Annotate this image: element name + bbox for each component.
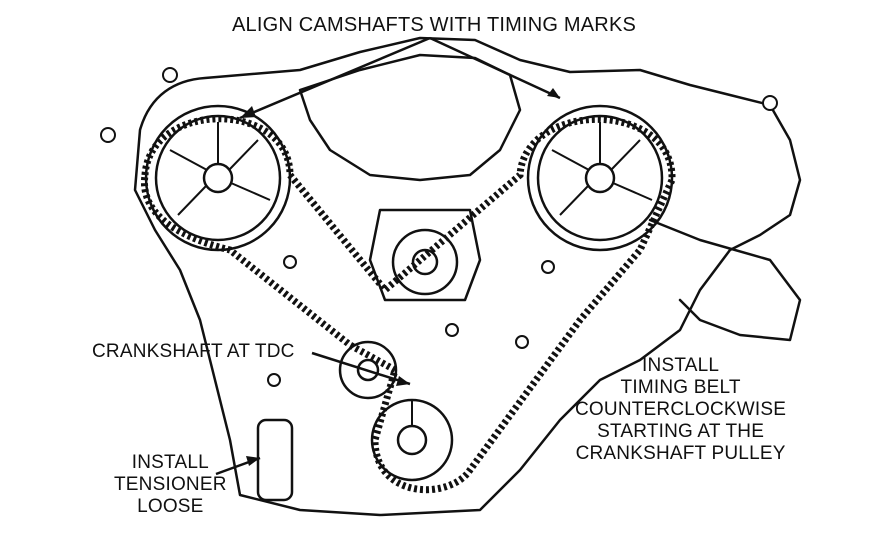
bolt (515, 335, 529, 349)
right-cam-hub (584, 162, 616, 194)
bolt (162, 67, 178, 83)
callout-line: LOOSE (137, 496, 204, 517)
crankshaft-hub (396, 424, 428, 456)
callout-install-tensioner: INSTALL TENSIONER LOOSE (114, 452, 227, 518)
callout-line: INSTALL (642, 355, 720, 376)
callout-line: CRANKSHAFT PULLEY (575, 443, 786, 464)
water-pump-housing (368, 208, 482, 302)
water-pump (391, 228, 459, 296)
bolt (445, 323, 459, 337)
diagram-title: ALIGN CAMSHAFTS WITH TIMING MARKS (232, 14, 637, 36)
arrowhead (547, 88, 560, 98)
bolt (762, 95, 778, 111)
callout-line: TENSIONER (114, 474, 227, 495)
callout-line: COUNTERCLOCKWISE (575, 399, 787, 420)
callout-line: TIMING BELT (620, 377, 741, 398)
title-arrow-left (239, 36, 431, 120)
right-cam-sprocket (526, 104, 674, 252)
callout-line: INSTALL (131, 452, 209, 473)
timing-belt (140, 115, 676, 494)
left-cam-spokes (169, 122, 271, 216)
crank-arrow (311, 351, 411, 386)
tensioner-hub (356, 358, 380, 382)
arrowhead (240, 106, 256, 118)
valley-outline (298, 53, 522, 182)
water-pump-hub (411, 248, 439, 276)
tensioner-pulley (338, 340, 398, 400)
right-cam-spokes (551, 122, 653, 216)
bolt (541, 260, 555, 274)
bracket-outline (648, 218, 802, 342)
callout-install-timing-belt: INSTALL TIMING BELT COUNTERCLOCKWISE STA… (575, 355, 786, 465)
bolt (283, 255, 297, 269)
bolt (267, 373, 281, 387)
tensioner-body (256, 418, 294, 502)
left-cam-sprocket-rim (154, 114, 282, 242)
arrowhead (396, 376, 410, 386)
title-arrow-right (429, 36, 561, 100)
left-cam-hub (202, 162, 234, 194)
arrowhead (246, 456, 260, 466)
callout-line: STARTING AT THE (597, 421, 765, 442)
bolt (100, 127, 116, 143)
callout-crankshaft-tdc: CRANKSHAFT AT TDC (92, 341, 295, 362)
